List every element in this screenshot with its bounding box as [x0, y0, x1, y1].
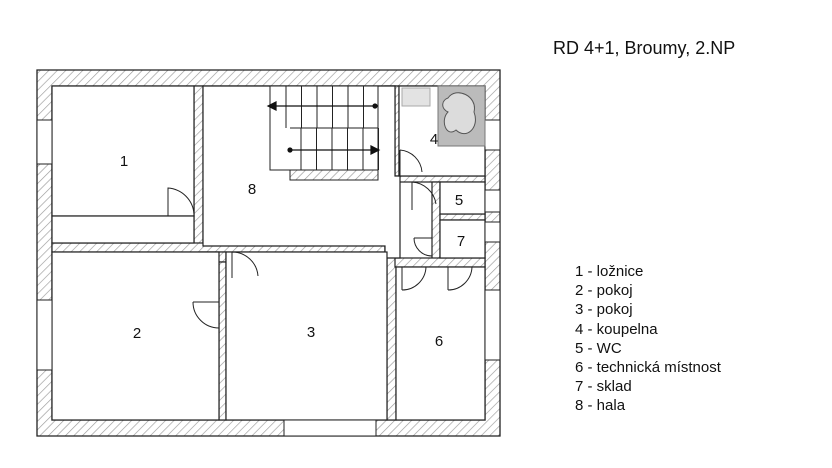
room-1-outline [51, 85, 195, 217]
legend-item: 5 - WC [575, 339, 622, 357]
room-7-outline [439, 219, 486, 259]
room-1-strip [51, 215, 195, 244]
room-2-outline [51, 251, 220, 421]
doors [167, 149, 473, 329]
sink-icon [401, 87, 431, 107]
legend-item: 2 - pokoj [575, 282, 633, 300]
room-6-outline [395, 266, 486, 421]
room-label-1: 1 [120, 153, 128, 170]
bathtub-icon [437, 85, 486, 147]
staircase [269, 85, 379, 181]
rooms [51, 85, 486, 421]
room-legend: 1 - ložnice 2 - pokoj 3 - pokoj 4 - koup… [575, 262, 721, 416]
room-3-outline [225, 251, 388, 421]
legend-item: 4 - koupelna [575, 320, 658, 338]
legend-item: 1 - ložnice [575, 263, 644, 280]
plan-title: RD 4+1, Broumy, 2.NP [553, 38, 736, 58]
windows [36, 119, 501, 437]
room-label-4: 4 [430, 131, 438, 148]
stair-arrow [266, 101, 381, 155]
legend-item: 6 - technická místnost [575, 359, 721, 377]
room-labels: 1 2 3 4 5 6 7 8 [120, 131, 465, 350]
room-label-3: 3 [307, 324, 315, 341]
room-label-7: 7 [457, 233, 465, 250]
room-label-2: 2 [133, 325, 141, 342]
legend-item: 8 - hala [575, 397, 626, 415]
room-label-8: 8 [248, 181, 256, 198]
legend-item: 3 - pokoj [575, 301, 633, 319]
room-5-outline [439, 181, 486, 215]
legend-item: 7 - sklad [575, 378, 632, 396]
room-label-6: 6 [435, 333, 443, 350]
room-label-5: 5 [455, 192, 463, 209]
